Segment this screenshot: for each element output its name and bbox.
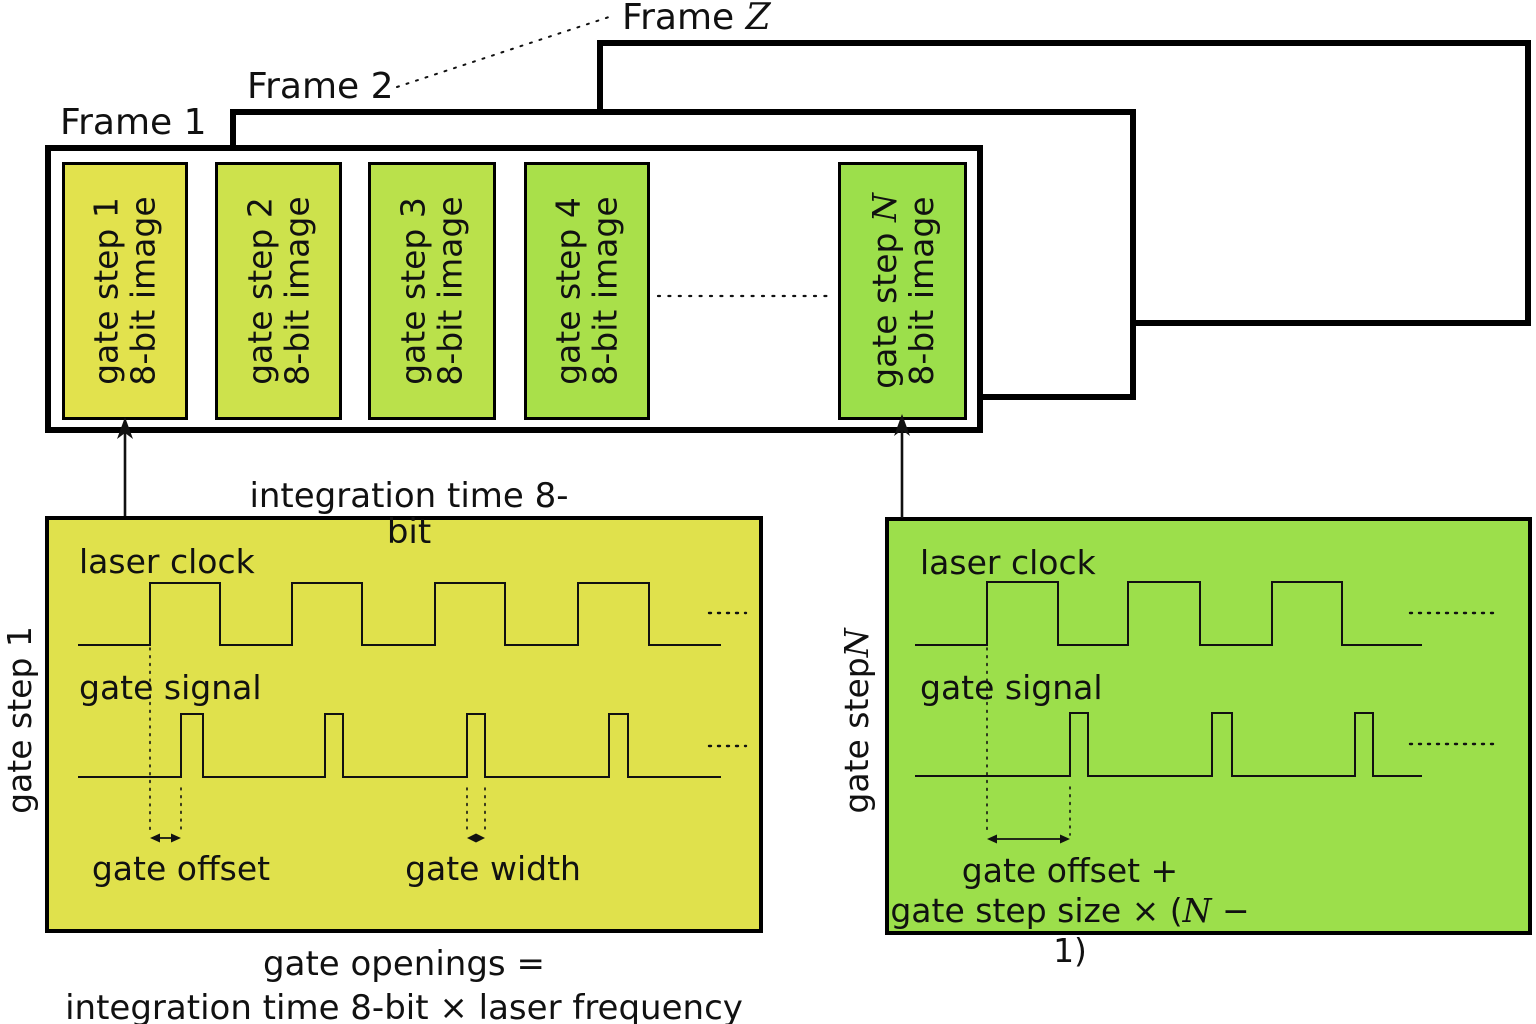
gate-step-2-box-label: gate step 2 8-bit image [240, 196, 317, 386]
gate-signal-waveform [915, 712, 1422, 777]
gate-offset-step-formula: gate offset + gate step size × (N − 1) [889, 851, 1251, 971]
formula-line-2: gate step size × (N − 1) [890, 891, 1250, 970]
laser-clock-waveform [915, 581, 1422, 646]
frame2-to-framez-dotted-line [396, 15, 613, 88]
left-gate-signal-label: gate signal [79, 668, 262, 707]
frame-2-label-text: Frame 2 [247, 66, 394, 107]
gate-step-1-box-label: gate step 1 8-bit image [87, 196, 164, 386]
gate-step-4-box: gate step 4 8-bit image [524, 162, 650, 420]
gate-step-3-box: gate step 3 8-bit image [368, 162, 496, 420]
gate-offset-label: gate offset [91, 849, 271, 888]
laser-clock-waveform [78, 582, 721, 646]
gate-step-n-timing-panel: laser clock gate signal gate offset + ga… [885, 517, 1532, 970]
right-panel-waveforms [915, 581, 1496, 844]
frame-1-label-text: Frame 1 [60, 102, 207, 143]
gate-step-n-box: gate step N 8-bit image [838, 162, 967, 420]
formula-line-1: gate offset + [961, 851, 1179, 890]
gate-offset-arrowhead-left [150, 833, 160, 843]
left-panel-side-label: gate step 1 [0, 626, 39, 814]
gate-offset-arrowhead-right [171, 833, 181, 843]
left-panel-waveforms [78, 582, 748, 843]
gate-step-3-box-label: gate step 3 8-bit image [394, 196, 471, 386]
gate-openings-caption: gate openings = integration time 8-bit ×… [45, 942, 763, 1024]
gate-step-1-box: gate step 1 8-bit image [62, 162, 188, 420]
integration-time-label: integration time 8-bit [249, 476, 569, 552]
gate-signal-waveform [78, 713, 721, 778]
frame-1-rect [45, 145, 983, 433]
gate-step-2-box: gate step 2 8-bit image [215, 162, 342, 420]
caption-line-2: integration time 8-bit × laser frequency [65, 988, 743, 1024]
left-laser-clock-label: laser clock [79, 542, 255, 581]
gate-width-label: gate width [405, 849, 581, 888]
frame-z-label-var: Z [745, 0, 771, 38]
frame-1-label: Frame 1 [60, 103, 207, 143]
right-laser-clock-label: laser clock [920, 543, 1096, 582]
gate-width-arrowhead-right [476, 833, 485, 843]
frame-z-label: Frame Z [622, 0, 771, 38]
right-gate-signal-label: gate signal [920, 668, 1103, 707]
gate-width-arrowhead-left [467, 833, 476, 843]
gate-offset-n-arrowhead-left [987, 834, 997, 844]
gate-step-4-box-label: gate step 4 8-bit image [549, 196, 626, 386]
gate-offset-n-arrowhead-right [1060, 834, 1070, 844]
right-panel-side-label: gate step N [836, 628, 876, 814]
gate-step-1-timing-panel: laser clock gate signal gate offset gate… [45, 516, 763, 933]
frame-2-label: Frame 2 [247, 67, 394, 107]
gate-step-n-box-label: gate step N 8-bit image [864, 193, 941, 389]
frame-z-label-text: Frame [622, 0, 746, 38]
caption-line-1: gate openings = [263, 944, 545, 984]
